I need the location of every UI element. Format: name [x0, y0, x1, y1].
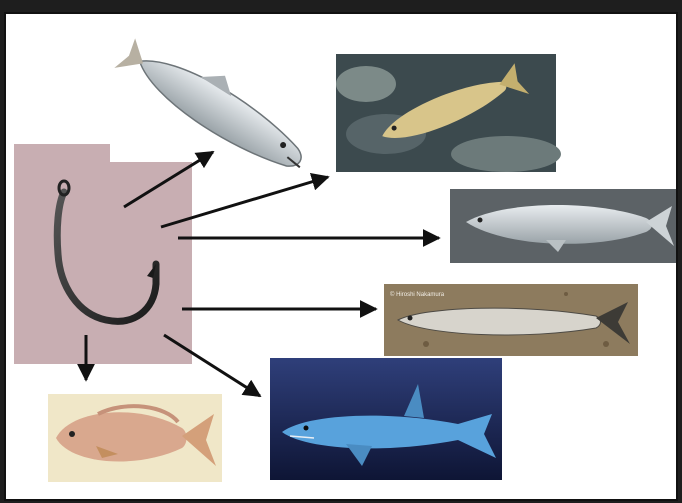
hook-panel [14, 144, 192, 364]
arrow-to-shark [164, 335, 260, 396]
catch-hake [113, 24, 320, 181]
diagram-frame: © Hiroshi Nakamura [4, 12, 678, 501]
catch-whitefish [450, 189, 678, 263]
catch-snapper [48, 394, 222, 482]
catch-wrasse [336, 54, 561, 172]
catch-shark [270, 358, 502, 480]
hake-fish-icon [113, 24, 320, 181]
catch-salmon: © Hiroshi Nakamura [384, 284, 638, 356]
photo-caption: © Hiroshi Nakamura [390, 291, 445, 298]
bycatch-diagram: © Hiroshi Nakamura [6, 14, 678, 501]
